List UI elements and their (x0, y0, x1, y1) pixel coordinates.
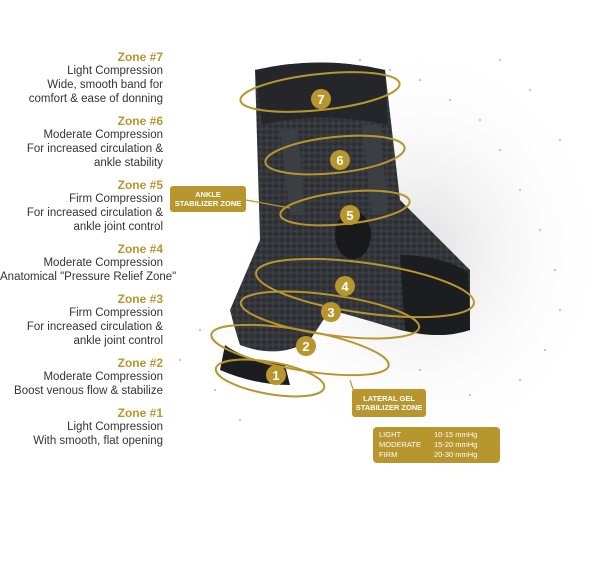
legend-level: LIGHT (379, 430, 402, 439)
zone-marker-5: 5 (340, 205, 360, 225)
svg-text:2: 2 (302, 339, 309, 354)
zone-line: Moderate Compression (43, 129, 163, 141)
background-dots (178, 58, 562, 422)
stabilizer-strap (280, 125, 388, 215)
zone-line: Anatomical "Pressure Relief Zone" (0, 271, 177, 283)
zone-line: Moderate Compression (43, 371, 163, 383)
zone-line: For increased circulation & (26, 321, 163, 333)
svg-text:7: 7 (317, 92, 324, 107)
zone-1-description: Zone #1 Light Compression With smooth, f… (0, 406, 163, 448)
svg-text:5: 5 (346, 208, 353, 223)
zone-line: Boost venous flow & stabilize (14, 385, 163, 397)
zone-marker-1: 1 (266, 365, 286, 385)
zone-marker-4: 4 (335, 276, 355, 296)
zone-line: For increased circulation & (26, 143, 163, 155)
zone-7-description: Zone #7 Light Compression Wide, smooth b… (0, 50, 163, 106)
tag-line: STABILIZER ZONE (174, 199, 242, 208)
legend-row-moderate: MODERATE 15-20 mmHg (379, 440, 497, 450)
svg-text:1: 1 (272, 368, 279, 383)
zone-markers: 7 6 5 4 3 2 1 (266, 89, 360, 385)
zone-title: Zone #2 (117, 356, 163, 370)
zone-descriptions: Zone #7 Light Compression Wide, smooth b… (0, 50, 177, 456)
legend-level: MODERATE (379, 440, 421, 449)
legend-range: 10-15 mmHg (434, 430, 478, 439)
zone-marker-2: 2 (296, 336, 316, 356)
legend-row-firm: FIRM 20-30 mmHg (379, 450, 497, 460)
zone-4-description: Zone #4 Moderate Compression Anatomical … (0, 242, 177, 284)
zone-line: ankle stability (93, 157, 163, 169)
zone-line: For increased circulation & (26, 207, 163, 219)
tag-line: ANKLE (195, 190, 221, 199)
zone-title: Zone #5 (117, 178, 163, 192)
zone-line: Wide, smooth band for (47, 79, 163, 91)
zone-line: Moderate Compression (43, 257, 163, 269)
zone-6-description: Zone #6 Moderate Compression For increas… (0, 114, 163, 170)
zone-line: comfort & ease of donning (28, 93, 163, 105)
legend-range: 15-20 mmHg (434, 440, 478, 449)
zone-title: Zone #3 (117, 292, 163, 306)
zone-3-description: Zone #3 Firm Compression For increased c… (0, 292, 163, 348)
zone-line: Light Compression (67, 421, 163, 433)
zone-line: Firm Compression (69, 307, 163, 319)
zone-title: Zone #6 (117, 114, 163, 128)
svg-text:6: 6 (336, 153, 343, 168)
zone-line: Firm Compression (69, 193, 163, 205)
zone-title: Zone #4 (117, 242, 163, 256)
lateral-gel-tag: LATERAL GEL STABILIZER ZONE (352, 389, 426, 417)
tag-line: STABILIZER ZONE (355, 403, 423, 412)
svg-text:3: 3 (327, 305, 334, 320)
zone-marker-7: 7 (311, 89, 331, 109)
zone-title: Zone #1 (117, 406, 163, 420)
svg-text:4: 4 (341, 279, 349, 294)
zone-marker-6: 6 (330, 150, 350, 170)
zone-title: Zone #7 (117, 50, 163, 64)
compression-legend: LIGHT 10-15 mmHg MODERATE 15-20 mmHg FIR… (373, 427, 500, 463)
zone-5-description: Zone #5 Firm Compression For increased c… (0, 178, 163, 234)
ankle-stabilizer-tag: ANKLE STABILIZER ZONE (170, 186, 246, 212)
zone-marker-3: 3 (321, 302, 341, 322)
tag-line: LATERAL GEL (363, 394, 415, 403)
legend-level: FIRM (379, 450, 398, 459)
zone-2-description: Zone #2 Moderate Compression Boost venou… (0, 356, 163, 398)
legend-row-light: LIGHT 10-15 mmHg (379, 430, 497, 440)
zone-line: Light Compression (67, 65, 163, 77)
zone-line: ankle joint control (73, 335, 164, 347)
zone-line: With smooth, flat opening (33, 435, 163, 447)
zone-line: ankle joint control (73, 221, 164, 233)
legend-range: 20-30 mmHg (434, 450, 478, 459)
